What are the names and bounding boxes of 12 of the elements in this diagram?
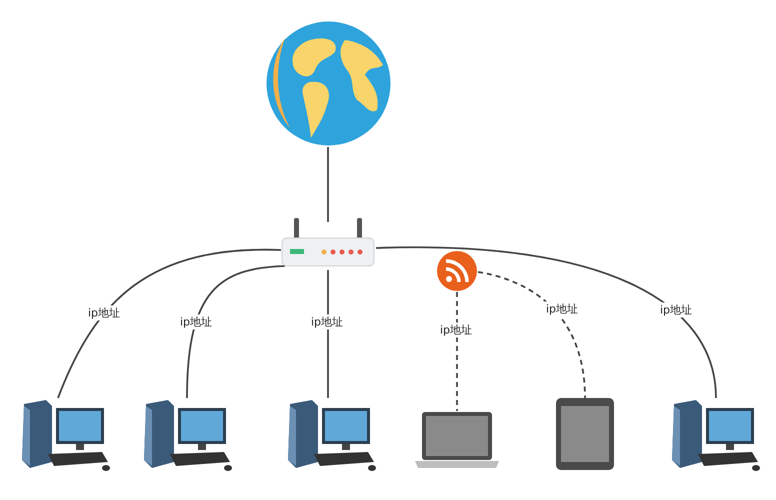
connector: [186, 265, 286, 398]
globe-drawing: [265, 20, 392, 147]
connector: [376, 246, 717, 398]
tablet-drawing: [555, 397, 615, 471]
rss-icon: [436, 250, 478, 292]
dashed-connector: [456, 292, 458, 411]
connector: [327, 270, 329, 398]
dashed-connector: [478, 271, 586, 398]
laptop-drawing: [414, 410, 500, 470]
connector: [57, 249, 281, 398]
connector: [327, 147, 329, 222]
edge-label: ip地址: [544, 302, 580, 316]
